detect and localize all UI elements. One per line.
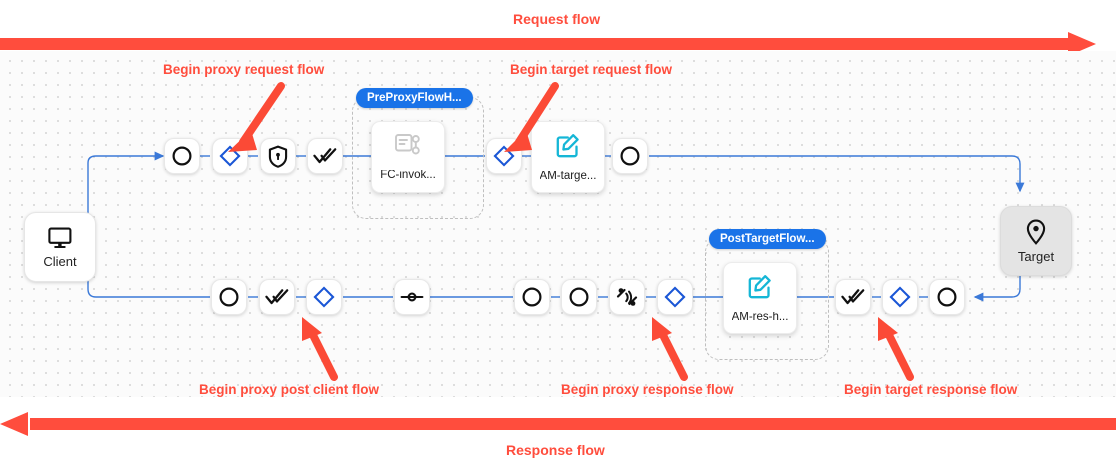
endpoint-line-icon — [400, 289, 424, 305]
double-check-icon — [265, 287, 289, 307]
diamond-icon — [664, 286, 686, 308]
annotation-begin-target-response-flow: Begin target response flow — [844, 382, 1018, 397]
step-node-rq-1[interactable] — [164, 138, 200, 174]
annotation-arrow-begin-proxy-response-flow — [652, 317, 688, 381]
target-endpoint-node[interactable]: Target — [1000, 206, 1072, 276]
response-flow-label: Response flow — [506, 442, 605, 458]
step-node-rq-6[interactable] — [612, 138, 648, 174]
edge-connectors — [83, 151, 1025, 302]
edit-square-icon — [747, 273, 774, 305]
policy-card-fc-invoke[interactable]: FC-invok... — [371, 121, 454, 202]
policy-card-am-res[interactable]: AM-res-h... — [723, 262, 806, 343]
group-badge-posttargetflow[interactable]: PostTargetFlow... — [709, 229, 826, 249]
circle-icon — [171, 145, 193, 167]
annotation-begin-proxy-request-flow: Begin proxy request flow — [163, 62, 325, 77]
annotation-arrow-begin-proxy-post-client-flow — [302, 317, 338, 381]
step-node-rs-4[interactable] — [394, 279, 430, 315]
policy-card-am-res-label: AM-res-h... — [731, 311, 789, 323]
policy-card-am-target[interactable]: AM-targe... — [531, 121, 605, 193]
step-node-rq-3[interactable] — [260, 138, 296, 174]
annotation-arrow-begin-proxy-request-flow — [228, 82, 285, 152]
response-flow-arrowhead — [0, 412, 28, 436]
step-node-rs-11[interactable] — [929, 279, 965, 315]
step-node-rs-1[interactable] — [211, 279, 247, 315]
policy-card-am-target-label: AM-targe... — [539, 170, 597, 182]
double-check-icon — [841, 287, 865, 307]
step-node-rq-2[interactable] — [212, 138, 248, 174]
annotation-begin-proxy-response-flow: Begin proxy response flow — [561, 382, 734, 397]
circle-icon — [619, 145, 641, 167]
client-endpoint-label: Client — [43, 254, 77, 269]
diamond-icon — [313, 286, 335, 308]
double-check-icon — [313, 146, 337, 166]
flow-callout-icon — [394, 132, 422, 163]
circle-icon — [218, 286, 240, 308]
monitor-icon — [47, 226, 73, 250]
step-node-rs-6[interactable] — [561, 279, 597, 315]
target-endpoint-label: Target — [1017, 249, 1055, 264]
step-node-rs-9[interactable] — [835, 279, 871, 315]
annotation-begin-target-request-flow: Begin target request flow — [510, 62, 673, 77]
step-node-rs-8[interactable] — [657, 279, 693, 315]
step-node-rs-2[interactable] — [259, 279, 295, 315]
step-node-rq-4[interactable] — [307, 138, 343, 174]
policy-card-fc-invoke-label: FC-invok... — [380, 170, 436, 182]
circle-icon — [568, 286, 590, 308]
step-node-rs-7[interactable] — [609, 279, 645, 315]
client-endpoint-node[interactable]: Client — [24, 212, 96, 282]
response-flow-bar — [30, 418, 1116, 430]
annotation-arrow-begin-target-request-flow — [504, 82, 559, 152]
annotation-arrow-begin-target-response-flow — [878, 317, 914, 381]
group-badge-preproxyflowhook[interactable]: PreProxyFlowH... — [356, 88, 473, 108]
signal-wave-icon — [615, 285, 639, 309]
diamond-icon — [889, 286, 911, 308]
annotation-begin-proxy-post-client-flow: Begin proxy post client flow — [199, 382, 380, 397]
diagram-canvas[interactable]: Client Target PreProxyFlowH... PostTarge… — [0, 51, 1116, 397]
request-flow-bar — [0, 38, 1080, 50]
step-node-rs-5[interactable] — [514, 279, 550, 315]
step-node-rs-3[interactable] — [306, 279, 342, 315]
response-flow-arrow — [0, 412, 1116, 436]
shield-lock-icon — [267, 145, 289, 168]
edit-square-icon — [555, 132, 582, 164]
location-pin-icon — [1025, 219, 1047, 245]
circle-icon — [521, 286, 543, 308]
circle-icon — [936, 286, 958, 308]
request-flow-label: Request flow — [513, 11, 601, 27]
step-node-rs-10[interactable] — [882, 279, 918, 315]
